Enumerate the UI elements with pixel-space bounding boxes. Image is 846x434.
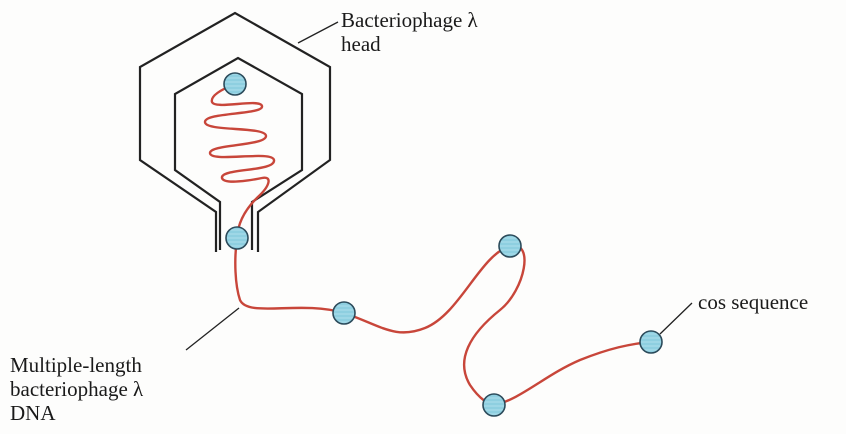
phage-head-label: Bacteriophage λ head <box>341 8 478 56</box>
cos-leader-line <box>660 303 692 334</box>
cos-site-marker <box>640 331 662 353</box>
phage-head-label-line1: Bacteriophage λ <box>341 8 478 32</box>
cos-site-marker <box>483 394 505 416</box>
cos-sequence-label-text: cos sequence <box>698 290 808 314</box>
cos-site-marker <box>226 227 248 249</box>
cos-site-marker <box>499 235 521 257</box>
concatemer-dna-strand <box>235 238 650 405</box>
dna-label: Multiple-length bacteriophage λ DNA <box>10 353 143 425</box>
dna-label-line2: bacteriophage λ <box>10 377 143 401</box>
cos-site-marker <box>333 302 355 324</box>
cos-site-marker <box>224 73 246 95</box>
head-leader-line <box>298 22 338 43</box>
phage-head-label-line2: head <box>341 32 478 56</box>
dna-label-line3: DNA <box>10 401 143 425</box>
dna-label-line1: Multiple-length <box>10 353 143 377</box>
cos-sequence-label: cos sequence <box>698 290 808 314</box>
dna-leader-line <box>186 308 239 350</box>
